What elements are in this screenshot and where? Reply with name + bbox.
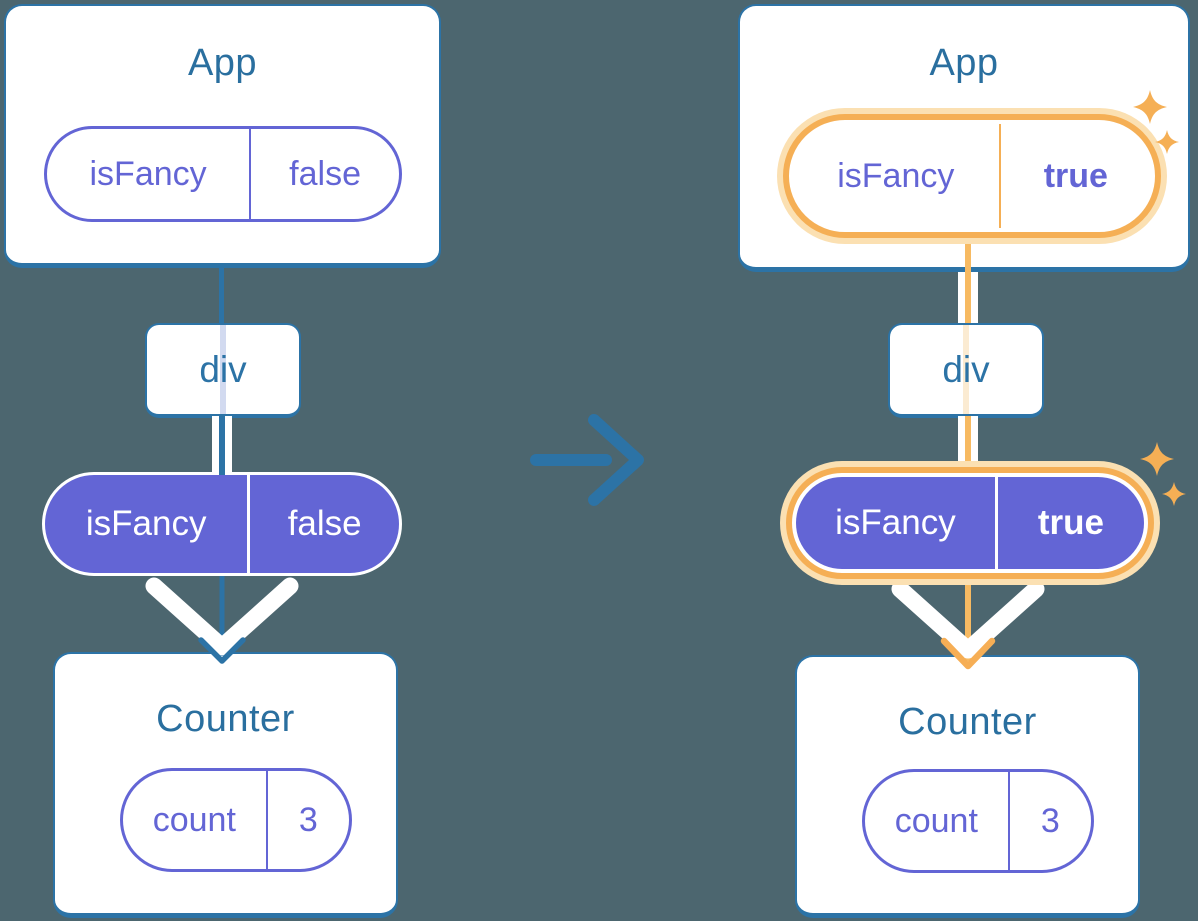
passed-prop-pill: isFancy false [42, 472, 402, 576]
props-pipe-div-to-pill [212, 416, 232, 475]
prop-name: isFancy [793, 124, 1001, 228]
state-value: 3 [298, 800, 318, 839]
sparkle-icon [1133, 90, 1179, 154]
transition-arrow-icon [530, 414, 644, 506]
div-box-before: div [145, 323, 301, 418]
prop-value: false [289, 154, 361, 193]
prop-value: true [1037, 503, 1104, 542]
app-card-before: App isFancy false [4, 4, 441, 268]
props-pipe-app-to-div [958, 272, 978, 323]
prop-value: true [1043, 156, 1108, 195]
prop-name: isFancy [796, 477, 998, 569]
faded-prop-line [963, 325, 969, 414]
div-label: div [942, 348, 990, 390]
app-title: App [929, 42, 999, 84]
state-name: count [123, 771, 268, 869]
highlighted-passed-prop-pill: isFancy true [786, 467, 1154, 579]
prop-name: isFancy [47, 129, 252, 219]
counter-title: Counter [156, 698, 295, 740]
state-value: 3 [1040, 801, 1060, 840]
counter-title: Counter [898, 701, 1037, 743]
faded-prop-line [220, 325, 226, 414]
prop-line-in-card [965, 238, 971, 274]
prop-name: isFancy [45, 475, 251, 573]
counter-state-pill: count 3 [862, 769, 1094, 873]
counter-state-pill: count 3 [120, 768, 352, 872]
prop-value: false [287, 504, 362, 543]
sparkle-icon [1140, 442, 1186, 506]
state-name: count [865, 772, 1010, 870]
edge-app-to-div [219, 266, 224, 325]
props-pipe-div-to-pill [958, 416, 978, 473]
div-box-after: div [888, 323, 1044, 418]
prop-flow-arrow-icon [145, 570, 299, 664]
highlighted-app-prop-pill: isFancy true [783, 114, 1161, 238]
counter-card-before: Counter count 3 [53, 652, 398, 918]
app-prop-pill: isFancy false [44, 126, 402, 222]
prop-flow-arrow-icon [891, 573, 1045, 670]
div-label: div [199, 348, 247, 390]
counter-card-after: Counter count 3 [795, 655, 1140, 918]
app-title: App [187, 42, 258, 84]
